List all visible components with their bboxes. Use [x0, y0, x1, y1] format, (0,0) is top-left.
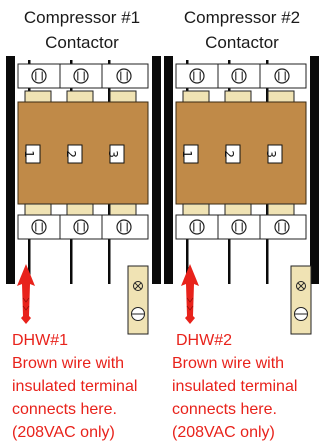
contactor-2: Compressor #2 Contactor 1 2 3 [164, 8, 319, 284]
note-dhw-2-line-2: insulated terminal [172, 378, 297, 395]
contactor-1-terminal-2-label-box [67, 144, 83, 164]
contactor-2-body [164, 56, 319, 284]
note-dhw-1-line-1: Brown wire with [12, 355, 124, 372]
contactor-1-terminal-1-label-box [25, 144, 41, 164]
note-dhw-2-line-3: connects here. [172, 401, 277, 418]
red-arrow-up-icon [16, 263, 36, 325]
contactor-1: Compressor #1 Contactor 1 2 3 [6, 8, 161, 284]
note-dhw-1-line-3: connects here. [12, 401, 117, 418]
contactor-2-terminal-3-label-box [267, 144, 283, 164]
note-dhw-2-line-4: (208VAC only) [172, 424, 275, 441]
contactor-1-terminal-1-number: 1 [22, 150, 36, 158]
contactor-1-title: Compressor #1 [24, 8, 140, 27]
note-dhw-2-line-1: Brown wire with [172, 355, 284, 372]
note-dhw-2-label: DHW#2 [176, 332, 232, 349]
contactor-1-terminal-2-number: 2 [64, 150, 78, 158]
ground-terminal-block-2 [290, 265, 312, 335]
contactor-2-terminal-1-number: 1 [180, 150, 194, 158]
note-dhw-1-line-2: insulated terminal [12, 378, 137, 395]
contactor-2-terminal-3-number: 3 [264, 150, 278, 158]
contactor-2-title: Compressor #2 [184, 8, 300, 27]
contactor-1-terminal-3-label-box [109, 144, 125, 164]
note-dhw-2: DHW#2 Brown wire with insulated terminal… [172, 332, 297, 441]
note-dhw-1-line-4: (208VAC only) [12, 424, 115, 441]
contactor-2-terminal-2-label-box [225, 144, 241, 164]
contactor-2-terminal-1-label-box [183, 144, 199, 164]
contactor-2-terminal-2-number: 2 [222, 150, 236, 158]
note-dhw-1-label: DHW#1 [12, 332, 68, 349]
contactor-1-terminal-3-number: 3 [106, 150, 120, 158]
contactor-2-subtitle: Contactor [205, 33, 279, 52]
red-arrow-up-icon [180, 263, 200, 325]
ground-terminal-block-1 [127, 265, 149, 335]
contactor-1-subtitle: Contactor [45, 33, 119, 52]
contactor-1-body [6, 56, 161, 284]
note-dhw-1: DHW#1 Brown wire with insulated terminal… [12, 332, 137, 441]
